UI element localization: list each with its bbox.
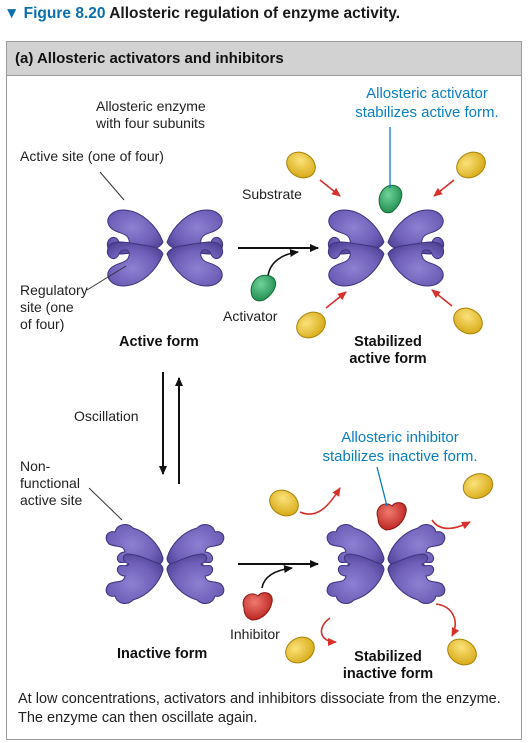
substrate-release-arrows [299,487,471,646]
nonfunctional-site-leader [88,487,123,521]
inhibitor-note: Allosteric inhibitor stabilizes inactive… [300,428,500,466]
bound-activator [378,184,403,214]
substrate-binding-arrows [319,179,455,309]
stabilized-active-label: Stabilized active form [338,334,438,368]
panel-header: (a) Allosteric activators and inhibitors [7,42,521,76]
activator-note-line1: Allosteric activator [366,85,488,102]
stabilized-active-enzyme [328,210,443,286]
stabilized-active-line1: Stabilized [354,334,422,350]
bound-inhibitor [376,502,407,531]
panel-title: (a) Allosteric activators and inhibitors [15,50,284,67]
inhibitor-label: Inhibitor [230,626,280,642]
oscillation-arrows [159,372,183,484]
active-site-leader [99,171,125,201]
substrate-molecules-top [286,151,486,339]
enzyme-label: Allosteric enzyme with four subunits [96,98,206,132]
inactive-enzyme [106,525,224,604]
enzyme-label-line2: with four subunits [96,115,205,131]
inactive-form-label: Inactive form [117,646,208,662]
enzyme-label-line1: Allosteric enzyme [96,98,206,114]
inhibitor-note-leader [376,466,388,507]
inhibitor-note-line2: stabilizes inactive form. [322,448,478,465]
oscillation-label: Oscillation [74,408,139,424]
substrate-label: Substrate [242,186,302,202]
nonfunctional-line1: Non- [20,458,51,474]
inhibitor-note-line1: Allosteric inhibitor [341,429,459,446]
figure-number-marker: ▼ Figure 8.20 [4,5,106,22]
regulatory-site-label: Regulatory site (one of four) [20,282,88,333]
substrate-molecules-bottom [269,473,494,666]
figure-number: Figure 8.20 [23,5,106,22]
figure-title: ▼ Figure 8.20 Allosteric regulation of e… [4,5,400,23]
activator-note-line2: stabilizes active form. [355,104,499,121]
nonfunctional-line3: active site [20,492,83,508]
figure-heading: Allosteric regulation of enzyme activity… [109,5,401,22]
stabilized-inactive-line2: inactive form [342,666,434,682]
panel-a: (a) Allosteric activators and inhibitors [6,41,522,740]
regulatory-label-line3: of four) [20,316,65,332]
stabilized-inactive-line1: Stabilized [354,649,422,665]
activator-label: Activator [223,308,278,324]
active-form-label: Active form [119,334,199,350]
inhibitor-binding-arrow [261,565,293,589]
regulatory-site-leader [86,265,127,291]
caption: At low concentrations, activators and in… [18,691,501,726]
stabilized-inactive-enzyme [327,525,445,604]
activator-molecule [250,274,277,302]
stabilized-inactive-label: Stabilized inactive form [332,649,444,683]
active-enzyme [107,210,222,286]
regulatory-label-line1: Regulatory [20,282,88,298]
inhibitor-molecule [242,592,273,621]
nonfunctional-site-label: Non- functional active site [20,458,82,509]
active-site-label: Active site (one of four) [20,148,164,164]
activator-binding-arrow [267,249,299,277]
regulatory-label-line2: site (one [20,299,74,315]
nonfunctional-line2: functional [20,475,80,491]
stabilized-active-line2: active form [349,351,427,367]
activator-note: Allosteric activator stabilizes active f… [336,84,518,122]
